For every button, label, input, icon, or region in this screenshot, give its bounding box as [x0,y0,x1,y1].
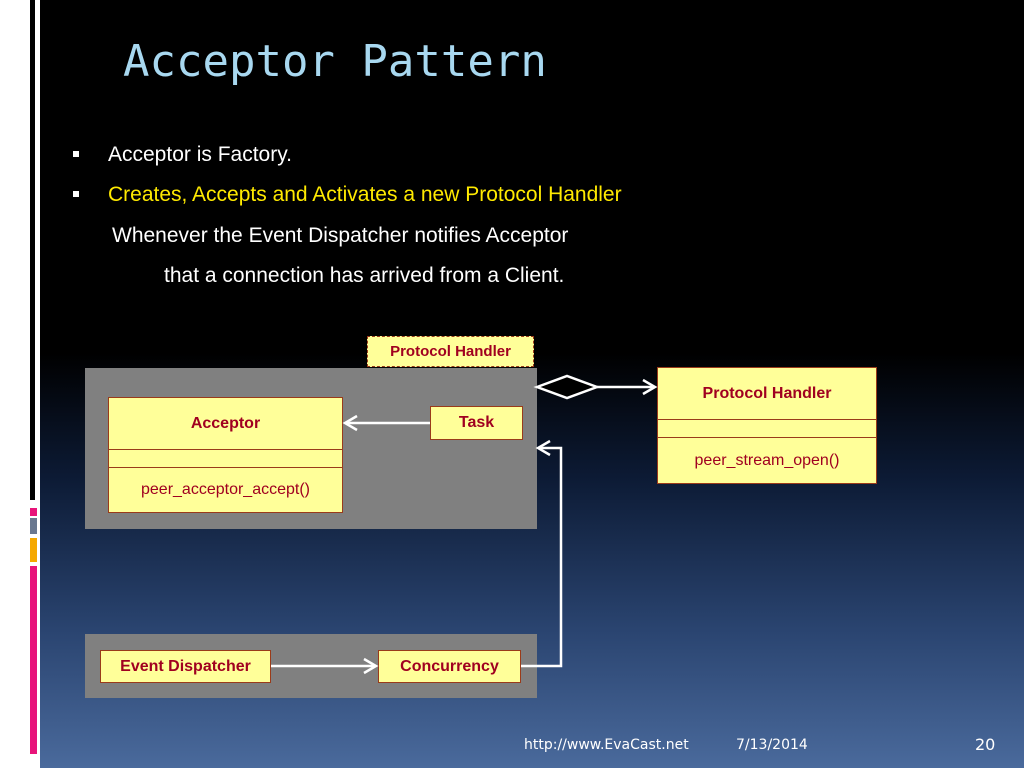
continuation-line: that a connection has arrived from a Cli… [164,264,565,287]
decor-bar-pink-2 [30,566,37,754]
bullet-marker [73,191,79,197]
aggregation-arrowhead [642,378,658,396]
decor-bar-pink-1 [30,508,37,516]
acceptor-class: Acceptor peer_acceptor_accept() [108,397,343,513]
event-dispatcher-box: Event Dispatcher [100,650,271,683]
protocol-handler-class-operation: peer_stream_open() [694,451,840,469]
bullet-item: Creates, Accepts and Activates a new Pro… [108,183,622,206]
protocol-handler-role-label: Protocol Handler [367,336,534,367]
concurrency-to-panel-arrowhead [535,439,551,457]
page-number: 20 [975,735,996,754]
bullet-item: Acceptor is Factory. [108,143,292,166]
continuation-line: Whenever the Event Dispatcher notifies A… [112,224,569,247]
acceptor-class-attributes [109,450,342,468]
concurrency-box: Concurrency [378,650,521,683]
slide: Acceptor Pattern Acceptor is Factory. Cr… [40,0,1024,768]
aggregation-diamond [533,374,601,400]
footer-date: 7/13/2014 [736,737,808,753]
task-box: Task [430,406,523,440]
decor-bar-gray-top [30,0,35,500]
footer-url: http://www.EvaCast.net [524,737,689,753]
bullet-marker [73,151,79,157]
protocol-handler-class-name: Protocol Handler [658,368,876,420]
protocol-handler-class-attributes [658,420,876,438]
slide-title: Acceptor Pattern [123,36,547,87]
protocol-handler-class: Protocol Handler peer_stream_open() [657,367,877,484]
acceptor-class-name: Acceptor [109,398,342,450]
decor-bar-orange [30,538,37,562]
acceptor-class-operation: peer_acceptor_accept() [141,481,310,498]
decor-bar-gray-mid [30,518,37,534]
